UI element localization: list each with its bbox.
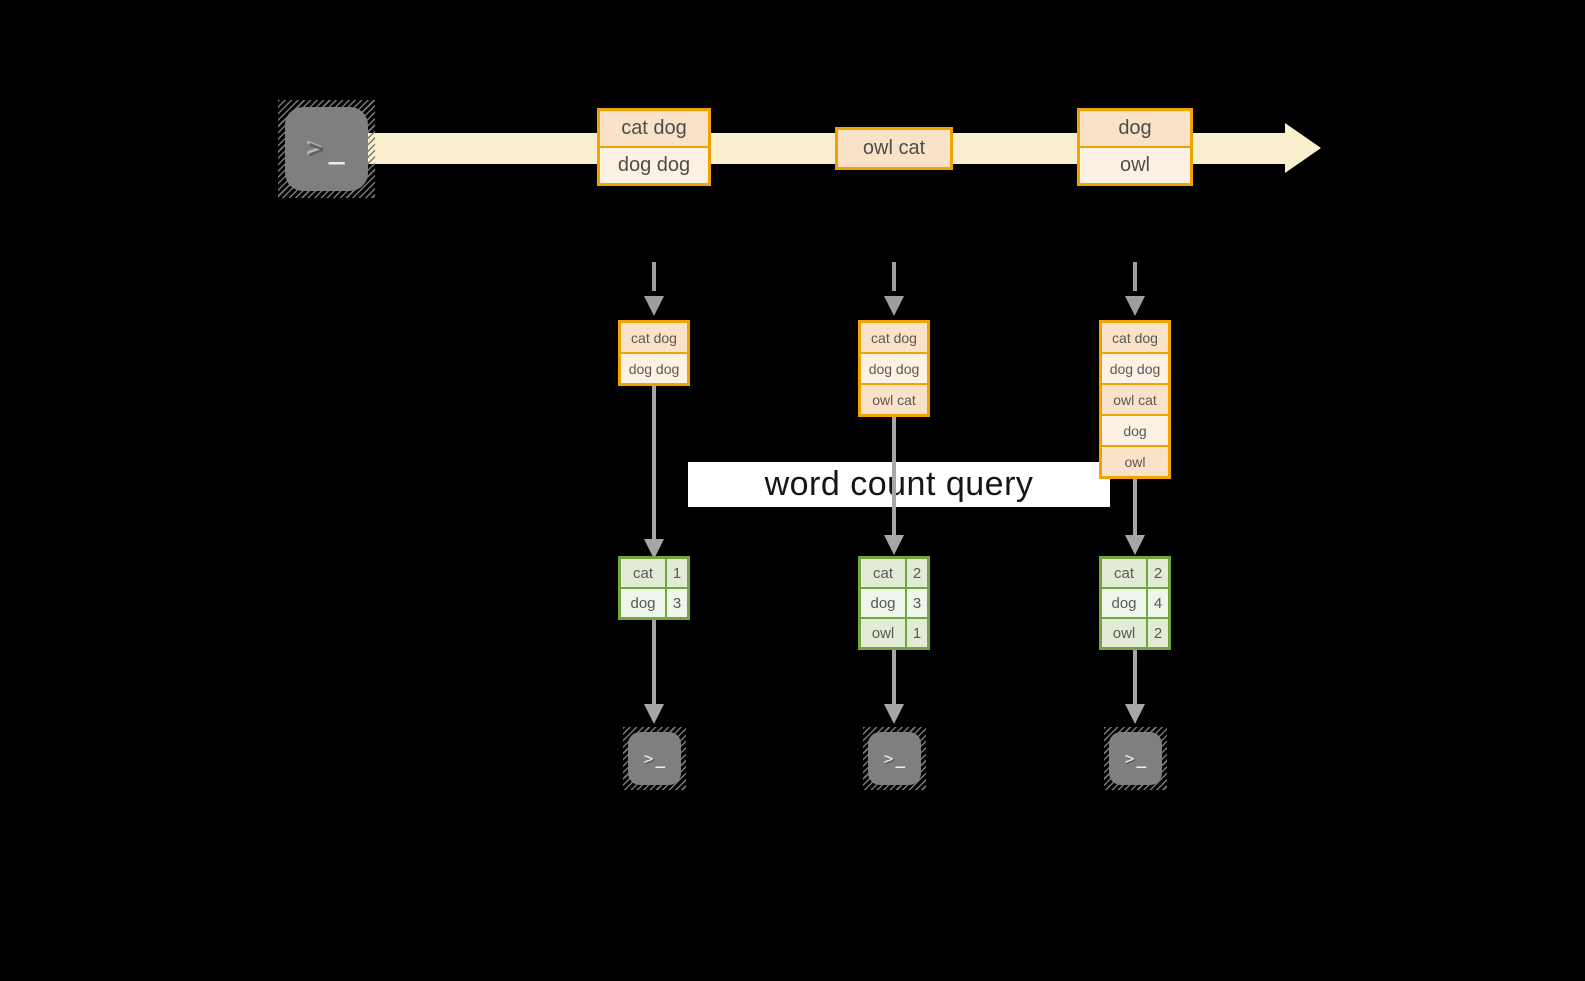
word-count-table: cat 2 dog 4 owl 2 — [1099, 556, 1171, 650]
batch-row: owl cat — [861, 383, 927, 414]
table-row: owl 1 — [861, 619, 927, 647]
query-label: word count query — [764, 465, 1034, 503]
batch-stack: cat dog dog dog — [618, 320, 690, 386]
event-text: owl — [1080, 146, 1190, 183]
word-cell: cat — [621, 559, 665, 587]
word-cell: cat — [1102, 559, 1146, 587]
flow-arrow-head — [884, 704, 904, 724]
event-text: cat dog — [600, 111, 708, 146]
flow-arrow-line — [652, 620, 656, 705]
batch-row: cat dog — [1102, 323, 1168, 352]
terminal-icon: >_ — [1104, 727, 1167, 790]
word-cell: dog — [861, 589, 905, 617]
terminal-icon: >_ — [863, 727, 926, 790]
flow-arrow-head — [644, 539, 664, 559]
flow-arrow-head — [1125, 535, 1145, 555]
terminal-body: >_ — [1109, 732, 1162, 785]
prompt-chevron-icon: > — [1124, 749, 1135, 768]
table-row: dog 3 — [621, 589, 687, 617]
flow-arrow-head — [644, 704, 664, 724]
flow-arrow-line — [892, 650, 896, 705]
event-text: dog dog — [600, 146, 708, 183]
event-text: dog — [1080, 111, 1190, 146]
query-label-band: word count query — [688, 462, 1110, 507]
word-cell: cat — [861, 559, 905, 587]
terminal-icon: >_ — [278, 100, 375, 198]
count-cell: 1 — [907, 619, 927, 647]
flow-arrow-line — [1133, 650, 1137, 705]
table-row: cat 1 — [621, 559, 687, 587]
count-cell: 2 — [907, 559, 927, 587]
dashed-arrow-head — [1125, 296, 1145, 316]
word-count-table: cat 2 dog 3 owl 1 — [858, 556, 930, 650]
prompt-underscore-icon: _ — [655, 749, 666, 768]
flow-arrow-line — [892, 417, 896, 536]
batch-row: dog dog — [1102, 352, 1168, 383]
dashed-arrow-line — [652, 262, 656, 291]
batch-row: owl cat — [1102, 383, 1168, 414]
flow-arrow-head — [1125, 704, 1145, 724]
terminal-body: >_ — [285, 107, 368, 191]
count-cell: 2 — [1148, 619, 1168, 647]
dashed-arrow-line — [1133, 262, 1137, 291]
terminal-body: >_ — [628, 732, 681, 785]
stream-arrow-head — [1285, 123, 1321, 173]
batch-row: dog dog — [861, 352, 927, 383]
word-cell: dog — [621, 589, 665, 617]
prompt-underscore-icon: _ — [1136, 749, 1147, 768]
terminal-icon: >_ — [623, 727, 686, 790]
count-cell: 3 — [907, 589, 927, 617]
prompt-chevron-icon: > — [643, 749, 654, 768]
prompt-underscore-icon: _ — [895, 749, 906, 768]
dashed-arrow-head — [644, 296, 664, 316]
batch-row: dog dog — [621, 352, 687, 383]
table-row: owl 2 — [1102, 619, 1168, 647]
batch-row: cat dog — [861, 323, 927, 352]
event-text: owl cat — [838, 130, 950, 167]
word-count-table: cat 1 dog 3 — [618, 556, 690, 620]
count-cell: 4 — [1148, 589, 1168, 617]
dashed-arrow-line — [892, 262, 896, 291]
flow-arrow-line — [652, 384, 656, 540]
batch-row: owl — [1102, 445, 1168, 476]
stream-event-box: dog owl — [1077, 108, 1193, 186]
prompt-chevron-icon: > — [883, 749, 894, 768]
batch-stack: cat dog dog dog owl cat dog owl — [1099, 320, 1171, 479]
prompt-underscore-icon: _ — [328, 133, 345, 165]
flow-arrow-head — [884, 535, 904, 555]
stream-event-box: owl cat — [835, 127, 953, 170]
table-row: cat 2 — [861, 559, 927, 587]
batch-row: cat dog — [621, 323, 687, 352]
table-row: dog 3 — [861, 589, 927, 617]
word-cell: owl — [1102, 619, 1146, 647]
terminal-body: >_ — [868, 732, 921, 785]
word-cell: dog — [1102, 589, 1146, 617]
word-cell: owl — [861, 619, 905, 647]
count-cell: 2 — [1148, 559, 1168, 587]
dashed-arrow-head — [884, 296, 904, 316]
flow-arrow-line — [1133, 479, 1137, 536]
table-row: cat 2 — [1102, 559, 1168, 587]
stream-event-box: cat dog dog dog — [597, 108, 711, 186]
batch-row: dog — [1102, 414, 1168, 445]
prompt-chevron-icon: > — [308, 133, 325, 165]
count-cell: 1 — [667, 559, 687, 587]
batch-stack: cat dog dog dog owl cat — [858, 320, 930, 417]
table-row: dog 4 — [1102, 589, 1168, 617]
count-cell: 3 — [667, 589, 687, 617]
